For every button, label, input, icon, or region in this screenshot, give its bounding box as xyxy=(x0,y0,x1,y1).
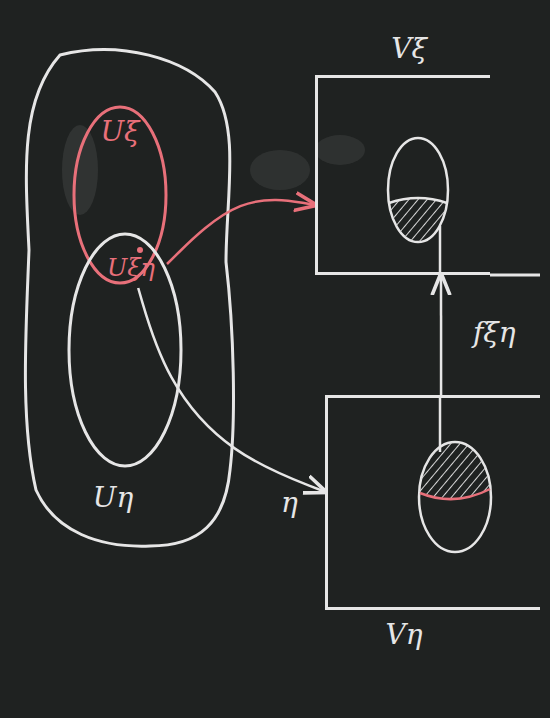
set-name: Vη xyxy=(386,620,423,651)
set-name: Uξ xyxy=(100,117,139,148)
set-name: Uξη xyxy=(107,255,155,281)
transition-line xyxy=(439,395,442,452)
point-dot xyxy=(137,247,143,253)
box-line xyxy=(490,274,540,277)
map-label: η xyxy=(278,488,301,519)
chalk-smudge xyxy=(62,125,98,215)
manifold-outline xyxy=(25,50,233,546)
map-arrow xyxy=(440,275,443,395)
chalk-smudge xyxy=(250,150,310,190)
image-region-hatch xyxy=(419,440,491,498)
map-label: fξη xyxy=(470,318,519,349)
open-set: UξUξη xyxy=(72,105,168,285)
set-ellipse xyxy=(74,107,166,283)
map-arrow xyxy=(138,288,325,492)
chart-box: Vξ xyxy=(315,75,490,275)
set-name: Vξ xyxy=(391,34,427,65)
chart-box: Vη xyxy=(325,395,540,610)
set-name: Uη xyxy=(93,483,133,514)
region-boundary xyxy=(420,489,490,499)
region-boundary xyxy=(389,198,447,203)
chalk-smudge xyxy=(315,135,365,165)
set-ellipse xyxy=(69,234,181,466)
transition-line xyxy=(439,226,442,275)
map-arrow xyxy=(167,200,315,264)
